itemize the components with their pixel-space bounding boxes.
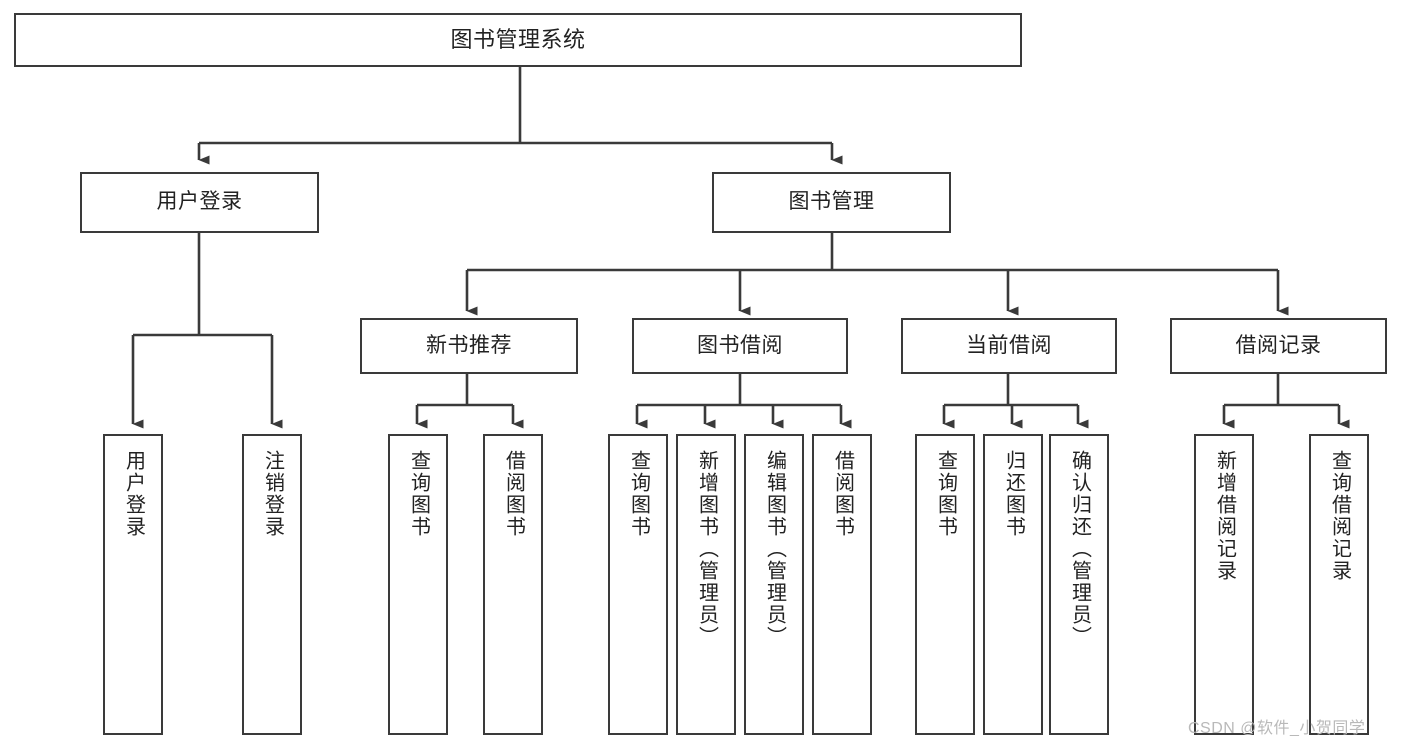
leaf-add-borrowing-record[interactable]: 新增借阅记录 <box>1194 434 1254 735</box>
leaf-return-book[interactable]: 归还图书 <box>983 434 1043 735</box>
node-label: 图书管理系统 <box>450 27 586 53</box>
leaf-confirm-return-admin[interactable]: 确认归还（管理员） <box>1049 434 1109 735</box>
leaf-borrow-book-borrowing[interactable]: 借阅图书 <box>812 434 872 735</box>
node-label: 新增图书（管理员） <box>695 450 718 648</box>
node-label: 注销登录 <box>261 450 284 538</box>
node-label: 确认归还（管理员） <box>1068 450 1091 648</box>
leaf-query-book-current[interactable]: 查询图书 <box>915 434 975 735</box>
leaf-edit-book-admin[interactable]: 编辑图书（管理员） <box>744 434 804 735</box>
node-label: 新书推荐 <box>426 333 512 357</box>
node-label: 查询图书 <box>627 450 650 538</box>
leaf-query-book-recommendation[interactable]: 查询图书 <box>388 434 448 735</box>
node-label: 图书管理 <box>788 190 875 214</box>
node-label: 借阅图书 <box>831 450 854 538</box>
node-label: 用户登录 <box>122 450 145 538</box>
leaf-user-login[interactable]: 用户登录 <box>103 434 163 735</box>
node-borrowing-records[interactable]: 借阅记录 <box>1170 318 1387 374</box>
node-book-management[interactable]: 图书管理 <box>712 172 951 233</box>
node-user-login[interactable]: 用户登录 <box>80 172 319 233</box>
node-label: 借阅图书 <box>502 450 525 538</box>
node-label: 图书借阅 <box>697 333 783 357</box>
node-label: 用户登录 <box>156 190 243 214</box>
node-current-borrowing[interactable]: 当前借阅 <box>901 318 1117 374</box>
node-label: 新增借阅记录 <box>1213 450 1236 582</box>
node-new-book-recommendation[interactable]: 新书推荐 <box>360 318 578 374</box>
node-label: 归还图书 <box>1002 450 1025 538</box>
csdn-watermark: CSDN @软件_小贺同学 <box>1188 720 1366 737</box>
leaf-borrow-book-recommendation[interactable]: 借阅图书 <box>483 434 543 735</box>
node-label: 借阅记录 <box>1235 333 1322 357</box>
node-book-borrowing[interactable]: 图书借阅 <box>632 318 848 374</box>
node-label: 查询图书 <box>934 450 957 538</box>
node-label: 查询借阅记录 <box>1328 450 1351 582</box>
leaf-query-book-borrowing[interactable]: 查询图书 <box>608 434 668 735</box>
leaf-logout[interactable]: 注销登录 <box>242 434 302 735</box>
node-root-book-management-system[interactable]: 图书管理系统 <box>14 13 1022 67</box>
node-label: 查询图书 <box>407 450 430 538</box>
node-label: 当前借阅 <box>966 333 1052 357</box>
node-label: 编辑图书（管理员） <box>763 450 786 648</box>
leaf-add-book-admin[interactable]: 新增图书（管理员） <box>676 434 736 735</box>
leaf-query-borrowing-record[interactable]: 查询借阅记录 <box>1309 434 1369 735</box>
